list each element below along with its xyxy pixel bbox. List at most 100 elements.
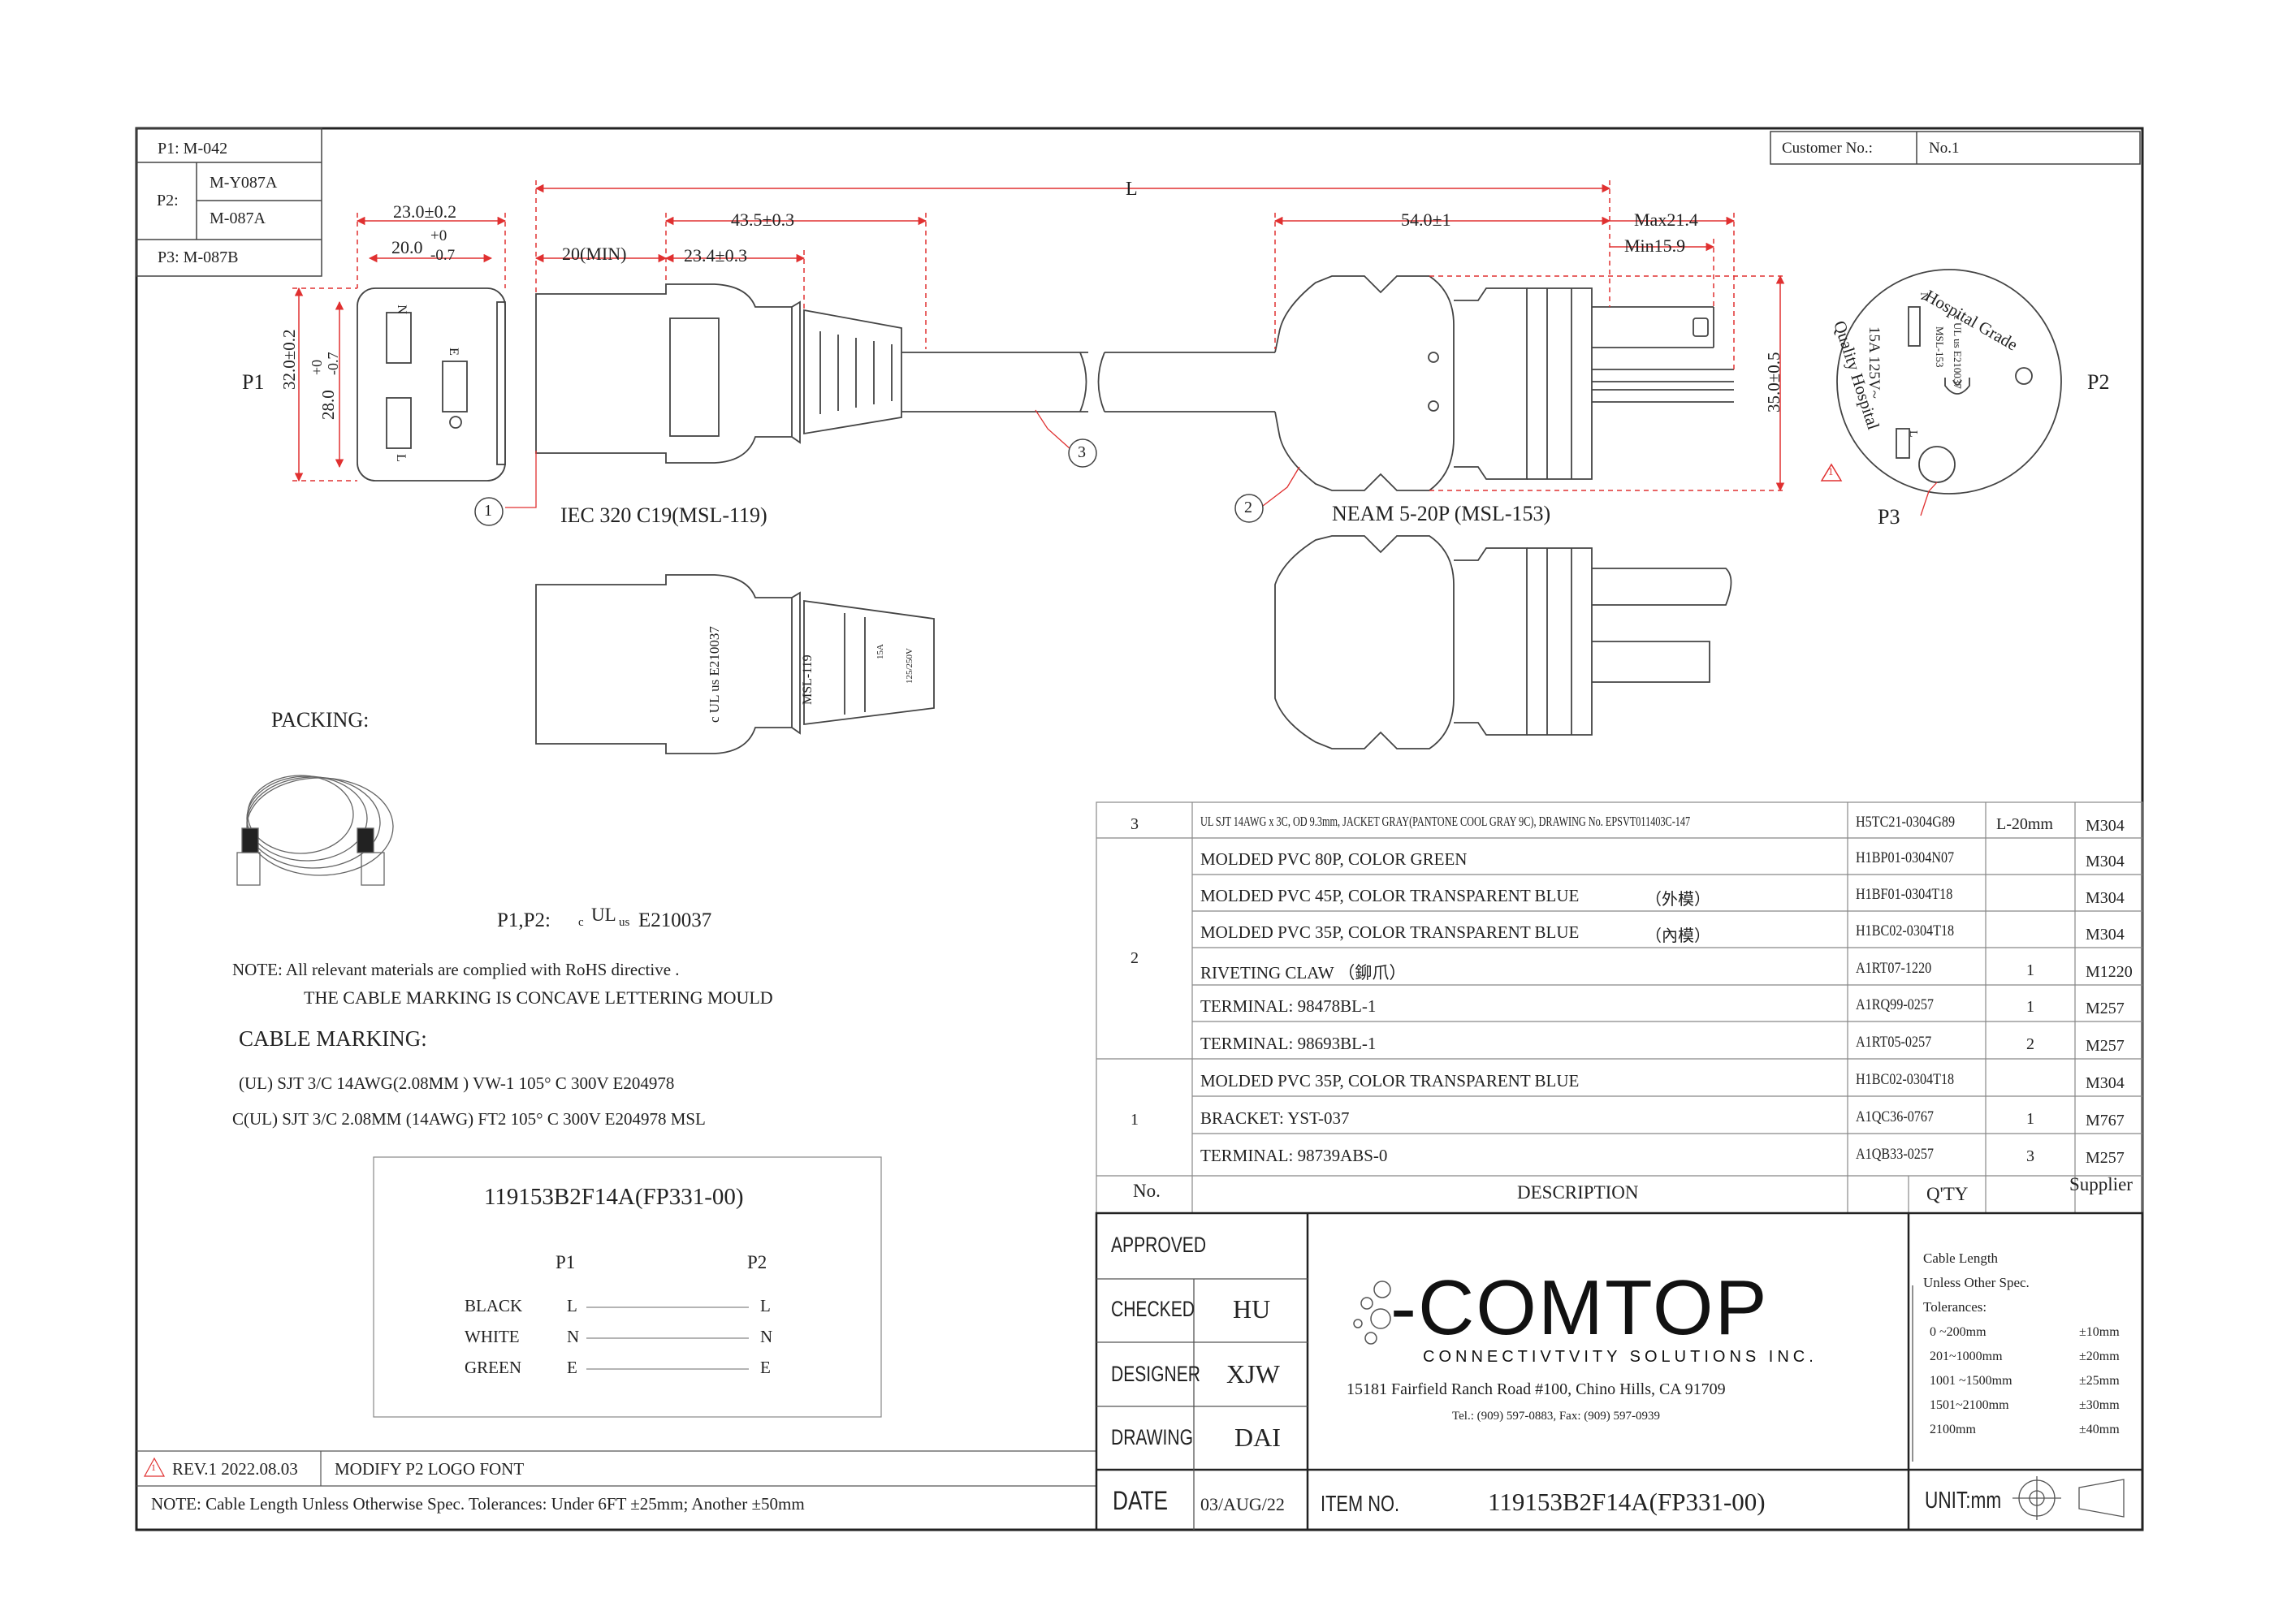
tb-drawing-label: DRAWING — [1111, 1425, 1194, 1449]
side-rating: 125/250V — [905, 648, 914, 684]
bom-row-part: A1RT07-1220 — [1856, 960, 1932, 977]
company-tagline: CONNECTIVTVITY SOLUTIONS INC. — [1423, 1348, 1818, 1366]
bom-row-qty: 1 — [2026, 998, 2034, 1016]
tolerance-range: 2100mm — [1930, 1423, 1976, 1436]
cert-ul: UL — [591, 905, 616, 925]
balloons — [474, 438, 1264, 526]
cert-us: us — [619, 916, 630, 929]
note-marking: THE CABLE MARKING IS CONCAVE LETTERING M… — [304, 987, 773, 1008]
rev-mark-face: 1 — [1828, 465, 1834, 477]
c19-pin-l: L — [393, 454, 408, 462]
bom-row-supplier: M304 — [2086, 926, 2125, 944]
wiring-row-p2: N — [760, 1327, 773, 1346]
dim-c19-inner-h: 28.0 — [318, 390, 338, 420]
tb-drawing-value: DAI — [1234, 1423, 1281, 1452]
bom-row-supplier: M257 — [2086, 1000, 2125, 1017]
tb-date-label: DATE — [1113, 1486, 1169, 1515]
company-phone: Tel.: (909) 597-0883, Fax: (909) 597-093… — [1452, 1410, 1660, 1423]
ref-p2-a: M-Y087A — [210, 174, 278, 192]
customer-value: No.1 — [1929, 140, 1960, 157]
face-n: N — [1917, 292, 1930, 301]
c19-side-view-marked — [535, 574, 935, 754]
bom-row-supplier: M304 — [2086, 1074, 2125, 1092]
tolerance-range: 1001 ~1500mm — [1930, 1374, 2012, 1388]
wiring-row-color: BLACK — [465, 1296, 523, 1315]
bom-row-part: H1BF01-0304T18 — [1856, 886, 1953, 903]
face-l: L — [1907, 430, 1919, 438]
dim-plug-body: 54.0±1 — [1401, 209, 1451, 230]
customer-label: Customer No.: — [1782, 140, 1873, 157]
bom-row-qty: 1 — [2026, 1110, 2034, 1128]
tb-designer-label: DESIGNER — [1111, 1362, 1201, 1386]
face-msl: MSL-153 — [1934, 326, 1946, 368]
plug-face-view — [1836, 269, 2062, 495]
tolerance-value: ±30mm — [2079, 1398, 2120, 1412]
tol-title-1: Cable Length — [1923, 1250, 1999, 1266]
tol-title-2: Unless Other Spec. — [1923, 1275, 2030, 1290]
plug-side-view-2 — [1274, 535, 1732, 749]
bom-row-desc: MOLDED PVC 45P, COLOR TRANSPARENT BLUE — [1200, 886, 1580, 905]
bom-row-note: （外模） — [1645, 891, 1710, 909]
leader-lines — [505, 409, 1938, 516]
revision-change: MODIFY P2 LOGO FONT — [335, 1459, 525, 1479]
dim-c19-inner-h-tol-plus: +0 — [309, 359, 325, 375]
bom-row-part: A1RQ99-0257 — [1856, 996, 1935, 1013]
dim-plug-height: 35.0±0.5 — [1764, 352, 1783, 412]
dim-c19-inner-tol-minus: -0.7 — [430, 247, 456, 264]
tolerance-value: ±10mm — [2079, 1325, 2120, 1339]
tb-checked-value: HU — [1233, 1294, 1271, 1324]
label-p1: P1 — [242, 370, 265, 394]
wiring-row-p1: E — [567, 1358, 577, 1377]
tb-designer-value: XJW — [1226, 1359, 1280, 1389]
dim-plug-max: Max21.4 — [1634, 209, 1698, 230]
bom-row-part: A1RT05-0257 — [1856, 1034, 1932, 1051]
face-rating: 15A 125V~ — [1865, 326, 1883, 399]
dim-c19-neck: 23.4±0.3 — [684, 245, 748, 266]
bom-row-part: H1BC02-0304T18 — [1856, 1071, 1955, 1088]
side-msl: MSL-119 — [801, 654, 815, 705]
bom-row-part: A1QC36-0767 — [1856, 1108, 1935, 1125]
note-rohs: NOTE: All relevant materials are complie… — [232, 960, 680, 979]
bom-row-supplier: M1220 — [2086, 963, 2133, 981]
title-block-subgrid — [1096, 1278, 2125, 1530]
marking-line-2: C(UL) SJT 3/C 2.08MM (14AWG) FT2 105° C … — [232, 1109, 706, 1129]
bom-row-desc: TERMINAL: 98693BL-1 — [1200, 1034, 1377, 1053]
c19-face-view — [357, 287, 506, 482]
plug-side-view — [1274, 275, 1734, 491]
dim-c19-body: 43.5±0.3 — [731, 209, 795, 230]
bom-row-desc: MOLDED PVC 80P, COLOR GREEN — [1200, 849, 1468, 869]
tb-item-label: ITEM NO. — [1321, 1491, 1400, 1516]
rev-triangle — [1820, 463, 1843, 482]
bom-header-desc: DESCRIPTION — [1517, 1182, 1639, 1203]
tb-unit: UNIT:mm — [1925, 1488, 2002, 1514]
c19-pin-n: N — [394, 304, 409, 314]
dim-c19-inner-h-tol-minus: -0.7 — [325, 352, 341, 376]
dim-c19-min: 20(MIN) — [562, 244, 627, 264]
logo-bubbles — [1353, 1281, 1391, 1345]
revision-rev: REV.1 2022.08.03 — [172, 1459, 298, 1479]
bom-row-no: 3 — [1131, 815, 1139, 833]
dim-c19-inner-w: 20.0 — [391, 237, 423, 257]
wiring-row-color: WHITE — [465, 1327, 520, 1346]
tb-item-value: 119153B2F14A(FP331-00) — [1488, 1488, 1766, 1516]
tolerance-value: ±25mm — [2079, 1374, 2120, 1388]
bom-row-supplier: M304 — [2086, 817, 2125, 835]
bom-row-note: （內模） — [1645, 927, 1710, 945]
customer-box — [1770, 131, 2141, 165]
cert-number: E210037 — [638, 909, 712, 931]
ref-p2-label: P2: — [157, 192, 179, 209]
ref-p2-b: M-087A — [210, 209, 266, 227]
tol-title-3: Tolerances: — [1923, 1299, 1987, 1315]
bom-row-desc: BRACKET: YST-037 — [1200, 1108, 1350, 1128]
bom-row-supplier: M304 — [2086, 889, 2125, 907]
bom-row-desc: MOLDED PVC 35P, COLOR TRANSPARENT BLUE — [1200, 1071, 1580, 1091]
label-p3: P3 — [1878, 505, 1900, 529]
side-15a: 15A — [875, 644, 885, 659]
bom-row-supplier: M304 — [2086, 853, 2125, 870]
cert-c: c — [578, 916, 584, 929]
tolerance-range: 1501~2100mm — [1930, 1398, 2009, 1412]
c19-pin-e: E — [446, 348, 460, 356]
bom-row-desc: TERMINAL: 98739ABS-0 — [1200, 1146, 1388, 1165]
title-block-grid — [1095, 1212, 2144, 1531]
side-ul: c UL us E210037 — [707, 626, 722, 723]
